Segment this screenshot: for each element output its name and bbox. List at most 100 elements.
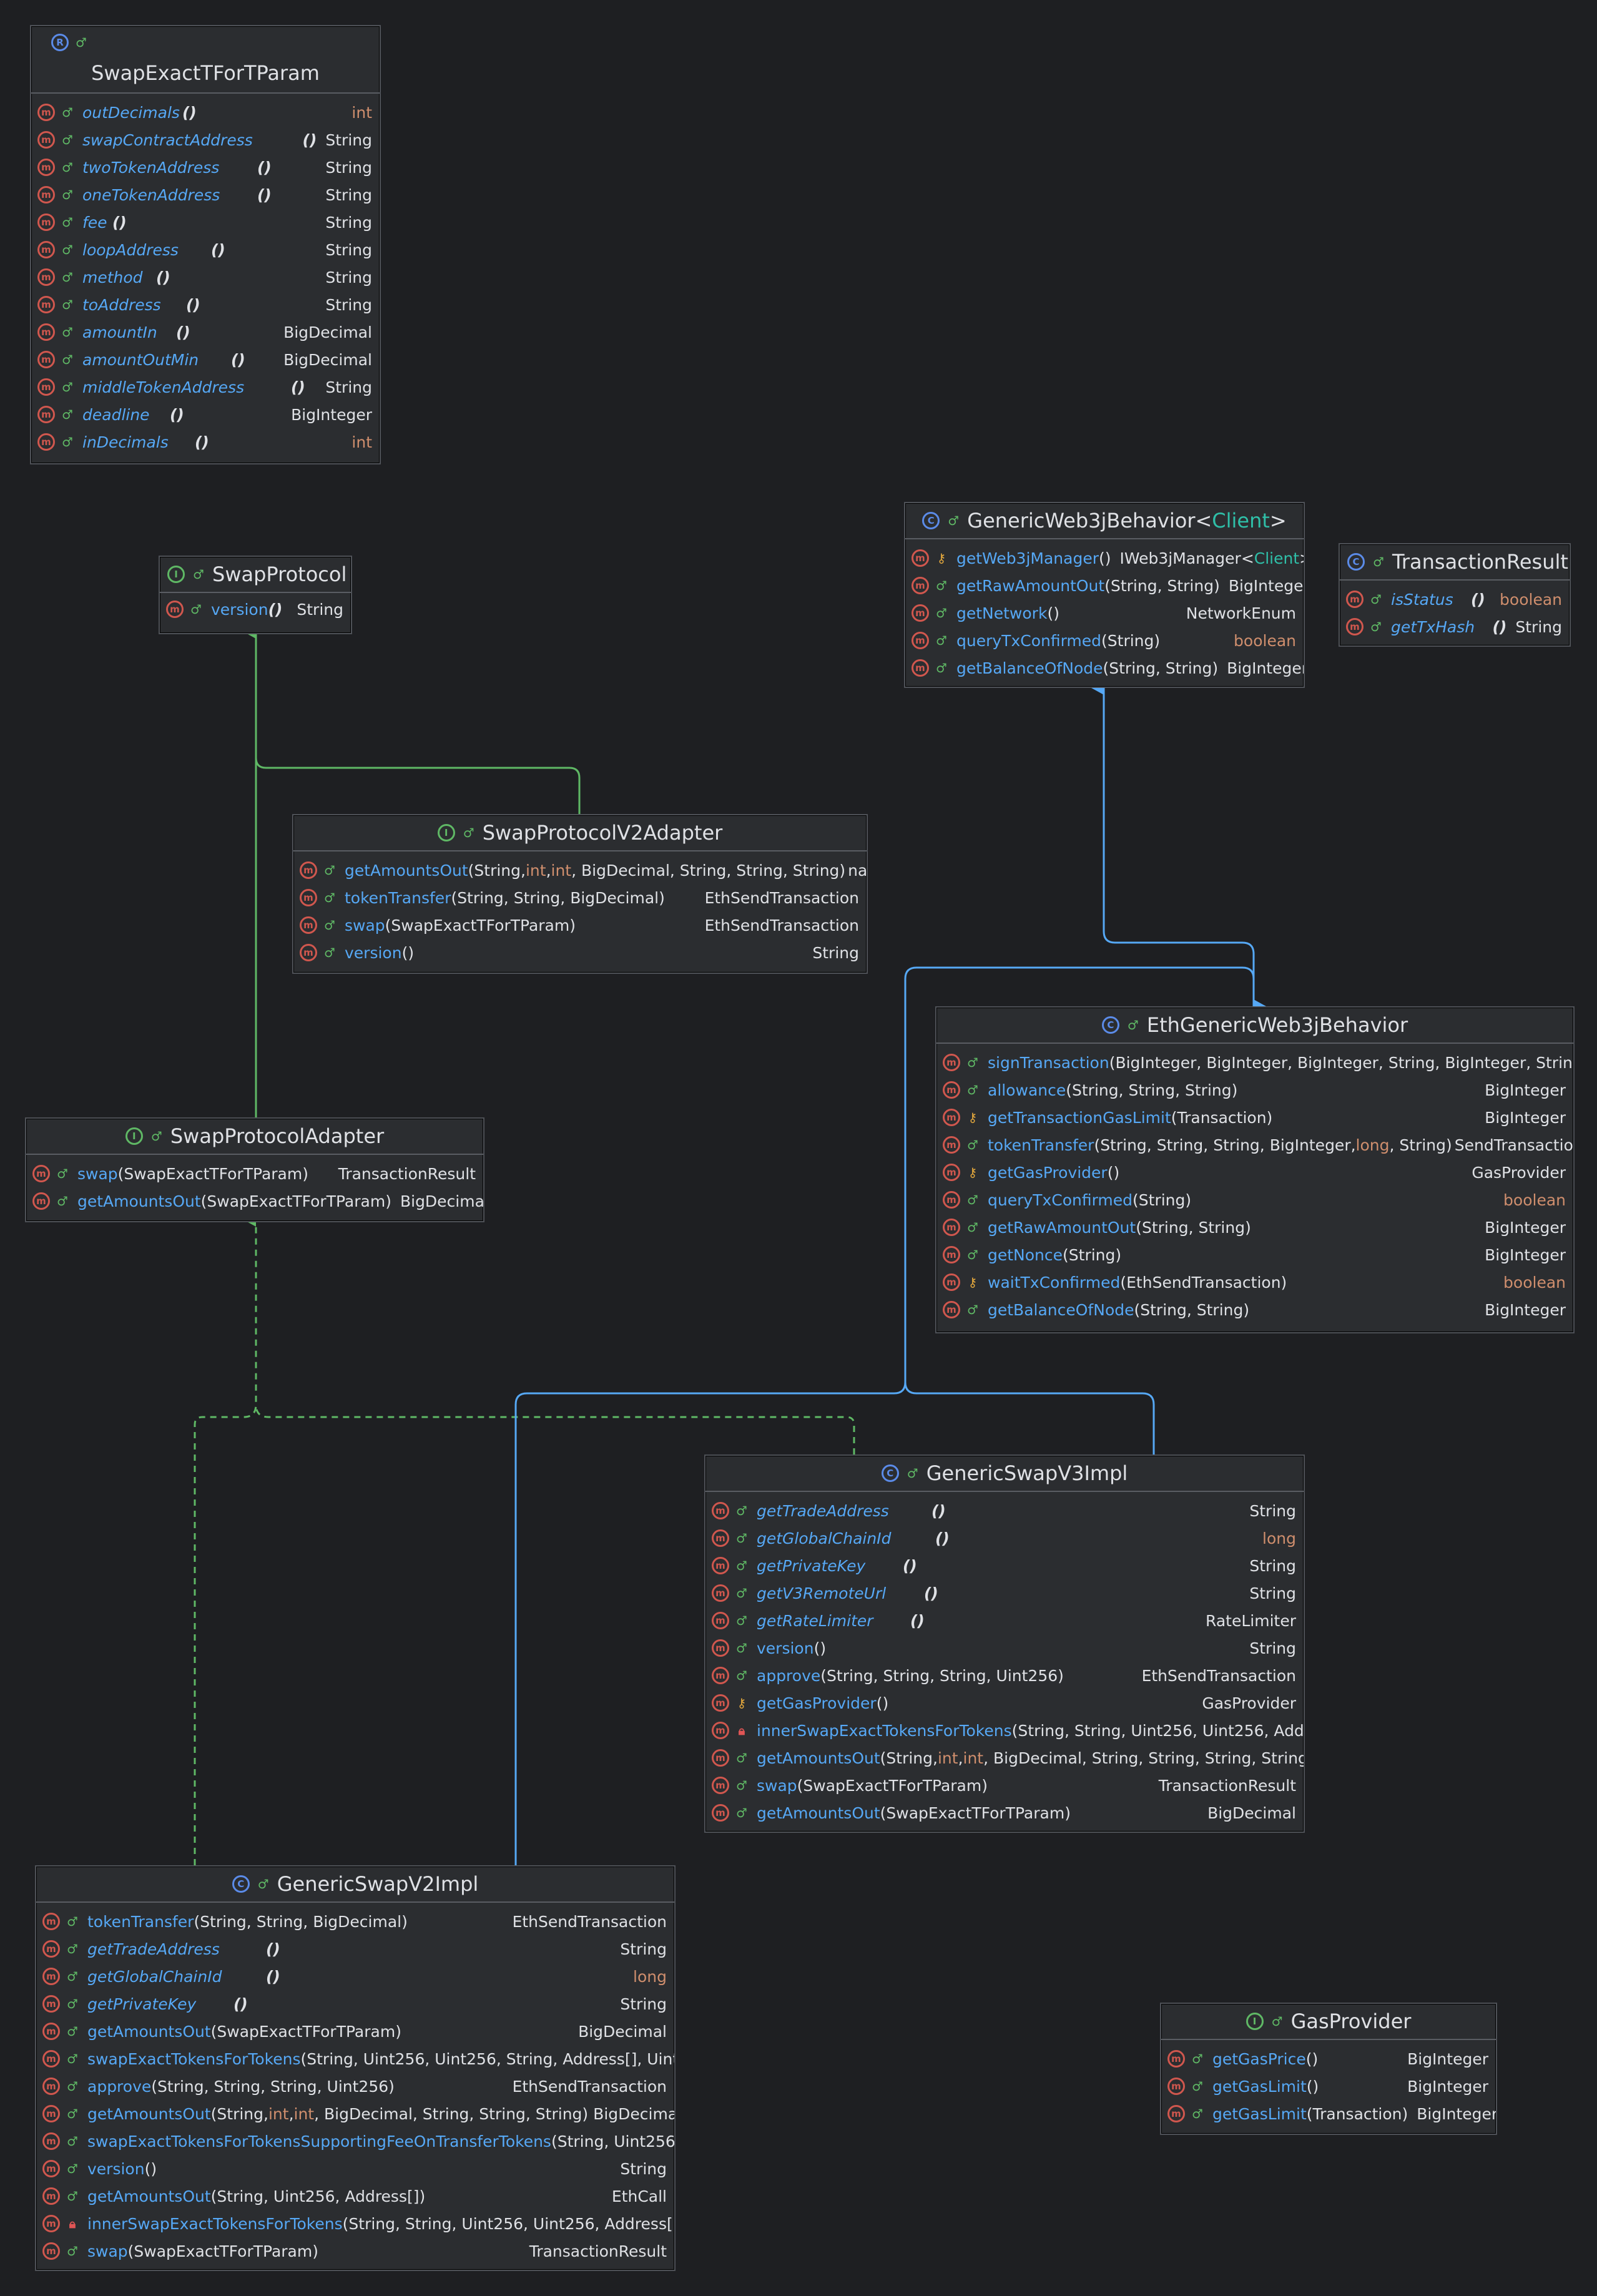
method-icon: m [42,2187,60,2205]
method-row[interactable]: m♂getTradeAddress()String [36,1935,674,1963]
method-row[interactable]: m♂getPrivateKey()String [36,1990,674,2018]
method-row[interactable]: m♂getV3RemoteUrl()String [705,1579,1304,1607]
method-row[interactable]: m⚷getGasProvider()GasProvider [705,1689,1304,1717]
method-row[interactable]: m⚷getGasProvider()GasProvider [936,1159,1573,1186]
class-box-generic-swap-v3-impl[interactable]: C ♂ GenericSwapV3Impl m♂getTradeAddress(… [704,1455,1305,1833]
method-name: outDecimals [82,103,180,122]
method-row[interactable]: m♂method()String [31,263,380,291]
method-row[interactable]: m♂getRawAmountOut(String, String)BigInte… [936,1214,1573,1241]
method-row[interactable]: m♂inDecimals()int [31,428,380,456]
method-row[interactable]: m♂signTransaction(BigInteger, BigInteger… [936,1049,1573,1076]
method-row[interactable]: m🔒︎innerSwapExactTokensForTokens(String,… [36,2210,674,2237]
method-row[interactable]: m♂middleTokenAddress()String [31,373,380,401]
method-row[interactable]: m♂twoTokenAddress()String [31,154,380,181]
method-row[interactable]: m♂loopAddress()String [31,236,380,263]
method-name: tokenTransfer [988,1136,1094,1154]
method-row[interactable]: m♂getPrivateKey()String [705,1552,1304,1579]
method-row[interactable]: m♂getNonce(String)BigInteger [936,1241,1573,1268]
return-type: BigInteger [1485,1300,1566,1319]
method-row[interactable]: m♂getAmountsOut(String, Uint256, Address… [36,2182,674,2210]
method-row[interactable]: m♂fee()String [31,209,380,236]
class-box-generic-web3j-behavior[interactable]: C ♂ GenericWeb3jBehavior<Client> m⚷getWe… [904,502,1305,688]
method-params: () [156,268,170,287]
method-row[interactable]: m♂getTradeAddress()String [705,1497,1304,1524]
method-params: () [935,1529,950,1548]
method-row[interactable]: m⚷waitTxConfirmed(EthSendTransaction)boo… [936,1268,1573,1296]
method-icon: m [943,1301,960,1318]
method-row[interactable]: m♂swapExactTokensForTokensSupportingFeeO… [36,2127,674,2155]
method-params: (String, Uint256, Uint256, String, Addre… [300,2049,675,2068]
method-row[interactable]: m♂outDecimals()int [31,99,380,126]
method-row[interactable]: m♂getRawAmountOut(String, String)BigInte… [905,572,1304,599]
method-row[interactable]: m♂getAmountsOut(String, int, int, BigDec… [293,856,867,884]
method-row[interactable]: m♂allowance(String, String, String)BigIn… [936,1076,1573,1104]
interface-box-swap-protocol[interactable]: I ♂ SwapProtocol m♂version()String [159,556,352,634]
method-row[interactable]: m♂getAmountsOut(String, int, int, BigDec… [705,1744,1304,1772]
method-row[interactable]: m♂tokenTransfer(String, String, String, … [936,1131,1573,1159]
method-row[interactable]: m♂swapContractAddress()String [31,126,380,154]
class-box-generic-swap-v2-impl[interactable]: C ♂ GenericSwapV2Impl m♂tokenTransfer(St… [35,1865,676,2271]
method-row[interactable]: m♂deadline()BigInteger [31,401,380,428]
method-row[interactable]: m♂swapExactTokensForTokens(String, Uint2… [36,2045,674,2073]
method-name: oneTokenAddress [82,185,220,204]
method-row[interactable]: m♂getGlobalChainId()long [36,1963,674,1990]
method-params: () [903,1556,917,1575]
interface-box-swap-protocol-adapter[interactable]: I ♂ SwapProtocolAdapter m♂swap(SwapExact… [25,1117,484,1222]
method-name: fee [82,213,107,232]
method-icon: m [42,2050,60,2068]
method-row[interactable]: m♂getAmountsOut(SwapExactTForTParam)BigD… [26,1187,483,1215]
public-icon: ♂ [967,1055,978,1070]
method-row[interactable]: m⚷getTransactionGasLimit(Transaction)Big… [936,1104,1573,1131]
method-row[interactable]: m♂getBalanceOfNode(String, String)BigInt… [905,654,1304,682]
method-icon: m [37,323,55,341]
method-row[interactable]: m♂swap(SwapExactTForTParam)TransactionRe… [26,1160,483,1187]
method-row[interactable]: m♂version()String [293,939,867,966]
method-row[interactable]: m♂getGasLimit(Transaction)BigInteger [1161,2100,1496,2127]
method-row[interactable]: m♂getGlobalChainId()long [705,1524,1304,1552]
method-row[interactable]: m♂getAmountsOut(SwapExactTForTParam)BigD… [36,2018,674,2045]
class-box-transaction-result[interactable]: C ♂ TransactionResult m♂isStatus()boolea… [1339,543,1571,647]
method-row[interactable]: m⚷getWeb3jManager()IWeb3jManager<Client> [905,544,1304,572]
method-row[interactable]: m♂amountOutMin()BigDecimal [31,346,380,373]
method-params: (String, String, Uint256, Uint256, Addre [1011,1721,1304,1740]
method-row[interactable]: m♂getGasLimit()BigInteger [1161,2073,1496,2100]
method-row[interactable]: m♂queryTxConfirmed(String)boolean [936,1186,1573,1214]
class-box-eth-generic-web3j-behavior[interactable]: C ♂ EthGenericWeb3jBehavior m♂signTransa… [935,1006,1575,1333]
method-row[interactable]: m♂getNetwork()NetworkEnum [905,599,1304,627]
method-row[interactable]: m♂tokenTransfer(String, String, BigDecim… [36,1908,674,1935]
method-row[interactable]: m♂approve(String, String, String, Uint25… [36,2073,674,2100]
public-icon: ♂ [150,1129,162,1144]
method-row[interactable]: m♂version()String [36,2155,674,2182]
method-row[interactable]: m♂queryTxConfirmed(String)boolean [905,627,1304,654]
method-row[interactable]: m♂isStatus()boolean [1340,586,1570,613]
interface-box-gas-provider[interactable]: I ♂ GasProvider m♂getGasPrice()BigIntege… [1160,2003,1497,2135]
method-row[interactable]: m♂swap(SwapExactTForTParam)TransactionRe… [705,1772,1304,1799]
method-row[interactable]: m♂tokenTransfer(String, String, BigDecim… [293,884,867,911]
method-row[interactable]: m♂version()String [705,1634,1304,1662]
public-icon: ♂ [57,1166,68,1181]
method-row[interactable]: m♂getAmountsOut(SwapExactTForTParam)BigD… [705,1799,1304,1827]
method-row[interactable]: m♂version()String [160,596,351,623]
method-row[interactable]: m♂getBalanceOfNode(String, String)BigInt… [936,1296,1573,1323]
method-row[interactable]: m♂approve(String, String, String, Uint25… [705,1662,1304,1689]
method-params: , String) [1389,1136,1452,1154]
method-row[interactable]: m♂amountIn()BigDecimal [31,318,380,346]
method-icon: m [712,1612,729,1629]
method-row[interactable]: m♂swap(SwapExactTForTParam)TransactionRe… [36,2237,674,2265]
method-row[interactable]: m♂toAddress()String [31,291,380,318]
edge-ethbehavior-to-genericbehavior [1091,681,1255,1006]
method-row[interactable]: m♂getRateLimiter()RateLimiter [705,1607,1304,1634]
class-box-swap-exact-t-for-t-param[interactable]: R ♂ SwapExactTForTParam m♂outDecimals()i… [30,25,381,464]
public-icon: ♂ [62,215,73,230]
method-row[interactable]: m🔒︎innerSwapExactTokensForTokens(String,… [705,1717,1304,1744]
method-row[interactable]: m♂getAmountsOut(String, int, int, BigDec… [36,2100,674,2127]
method-name: amountIn [82,323,157,341]
method-row[interactable]: m♂oneTokenAddress()String [31,181,380,209]
method-row[interactable]: m♂getTxHash()String [1340,613,1570,640]
method-icon: m [37,131,55,149]
method-row[interactable]: m♂swap(SwapExactTForTParam)EthSendTransa… [293,911,867,939]
interface-box-swap-protocol-v2-adapter[interactable]: I ♂ SwapProtocolV2Adapter m♂getAmountsOu… [292,814,868,974]
return-type: String [1249,1639,1296,1657]
method-row[interactable]: m♂getGasPrice()BigInteger [1161,2045,1496,2073]
class-header: C ♂ GenericWeb3jBehavior<Client> [905,503,1304,539]
